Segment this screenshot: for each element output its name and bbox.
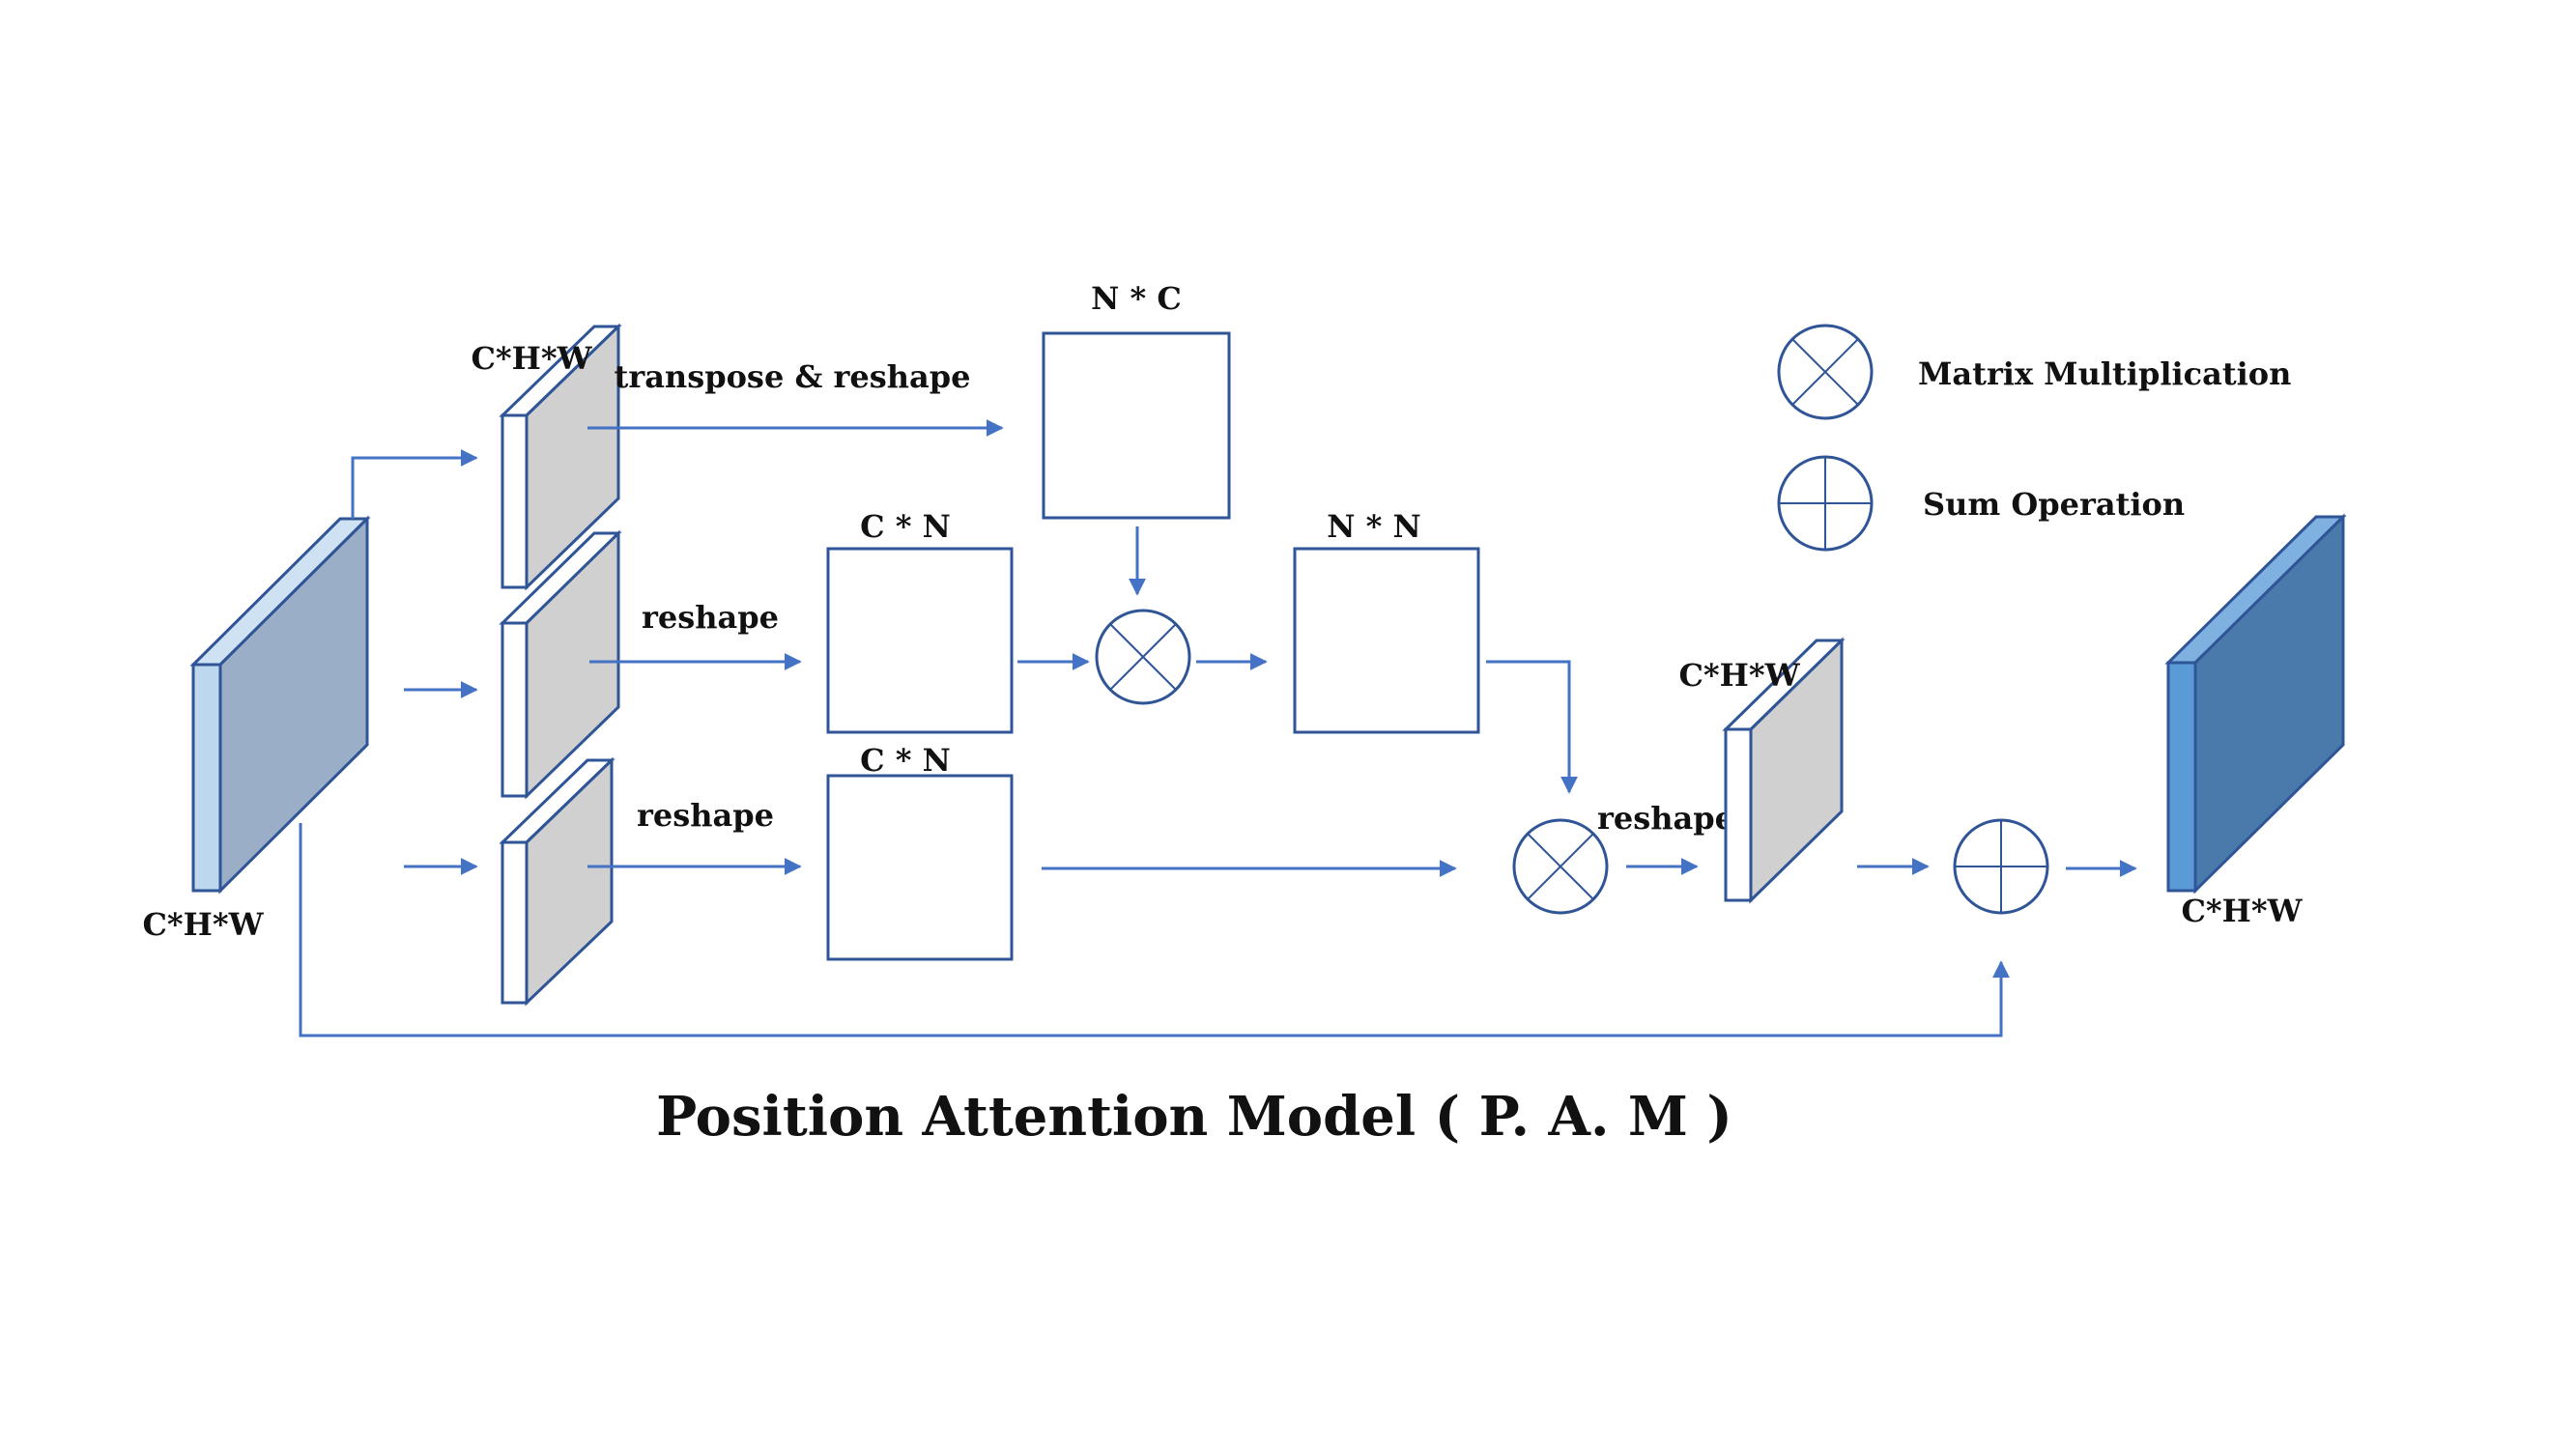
arrow-residual-skip — [299, 823, 2010, 1037]
diagram-title: Position Attention Model ( P. A. M ) — [656, 1085, 1732, 1149]
reshape-label-1: reshape — [642, 599, 779, 636]
matrix-nc — [1042, 331, 1231, 520]
branch2-front-face — [501, 621, 529, 798]
matrix-nn-label: N * N — [1327, 508, 1421, 545]
branch3-feature-map — [499, 756, 615, 1007]
reshape-label-3: reshape — [1597, 800, 1734, 837]
branch1-shape-label: C*H*W — [471, 340, 592, 377]
reshaped-feature-map — [1722, 637, 1846, 904]
matrix-cn-2 — [826, 774, 1014, 961]
input-shape-label: C*H*W — [142, 906, 264, 943]
matrix-cn-2-label: C * N — [860, 742, 951, 779]
branch1-feature-map — [499, 323, 622, 591]
reshaped-front-face — [1724, 727, 1753, 902]
legend-matrix-multiplication-icon — [1777, 324, 1874, 420]
legend-sum-operation-icon — [1777, 455, 1874, 552]
input-front-face — [191, 663, 222, 893]
reshape-label-2: reshape — [637, 797, 774, 834]
matrix-cn-1 — [826, 547, 1014, 734]
sum-operation-op — [1953, 818, 2049, 915]
arrow-input-to-branch1 — [351, 449, 478, 519]
matrix-multiplication-op-1 — [1095, 609, 1191, 705]
output-front-face — [2166, 661, 2197, 893]
arrow-nn-to-mult2 — [1486, 660, 1578, 794]
reshaped-shape-label: C*H*W — [1678, 657, 1800, 694]
legend-matrix-multiplication-label: Matrix Multiplication — [1918, 355, 2291, 392]
input-feature-map — [189, 515, 371, 895]
matrix-nc-label: N * C — [1091, 280, 1182, 317]
output-feature-map — [2164, 513, 2347, 895]
branch2-feature-map — [499, 529, 622, 800]
branch3-front-face — [501, 840, 529, 1005]
legend: Matrix Multiplication Sum Operation — [1777, 324, 2291, 552]
transpose-reshape-label: transpose & reshape — [615, 358, 971, 395]
branch1-front-face — [501, 413, 529, 589]
legend-sum-operation-label: Sum Operation — [1923, 486, 2185, 523]
matrix-nn — [1293, 547, 1480, 734]
output-shape-label: C*H*W — [2181, 893, 2303, 929]
matrix-multiplication-op-2 — [1512, 818, 1609, 915]
matrix-cn-1-label: C * N — [860, 508, 951, 545]
